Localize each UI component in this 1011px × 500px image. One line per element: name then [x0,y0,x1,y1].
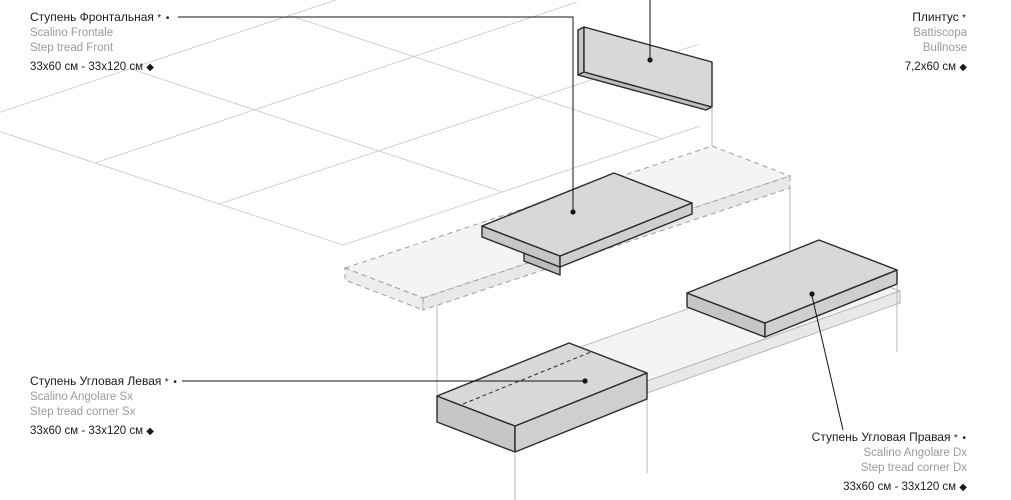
leader-dot-bullnose [647,57,653,63]
label-step-tread-front: Ступень Фронтальная * • Scalino Frontale… [30,10,170,75]
label-subtitle-it: Battiscopa [913,27,967,39]
label-bullnose: Плинтус * Battiscopa Bullnose 7,2x60 см … [905,10,967,75]
label-title: Ступень Фронтальная * • [30,10,170,26]
label-title: Ступень Угловая Правая * • [812,430,967,446]
label-title: Ступень Угловая Левая * • [30,374,178,390]
bullnose-front-face [583,26,713,108]
label-title: Плинтус * [905,10,967,26]
label-subtitle-it: Scalino Frontale [30,27,114,39]
label-subtitle-it: Scalino Angolare Dx [863,447,967,459]
label-subtitle-it: Scalino Angolare Sx [30,391,133,403]
label-size: 33x60 см - 33x120 см ◆ [30,60,170,75]
label-size-text: 33x60 см - 33x120 см [30,61,143,73]
label-size-text: 7,2x60 см [904,61,957,73]
leader-dot-corner-right [809,291,815,297]
label-size: 7,2x60 см ◆ [905,60,967,75]
label-step-tread-corner-left: Ступень Угловая Левая * • Scalino Angola… [30,374,178,439]
leader-line-corner-right [811,295,844,431]
label-title-text: Ступень Фронтальная [30,10,154,24]
step-tread-corner-left-piece [436,342,648,453]
leader-lines [178,0,844,431]
plank-front-face [344,267,424,311]
step-tread-corner-right-piece [686,239,898,338]
label-step-tread-corner-right: Ступень Угловая Правая * • Scalino Angol… [812,430,967,495]
diamond-icon: ◆ [959,62,967,73]
label-subtitle-en: Bullnose [922,42,967,54]
grid-line [342,125,701,246]
bullnose-side-face [577,26,585,76]
leader-line-front [178,16,574,210]
label-title-text: Ступень Угловая Левая [30,374,162,388]
bullnose-piece [577,26,713,111]
diamond-icon: ◆ [959,482,967,493]
footnote-marker: * • [953,433,967,444]
footnote-marker: * [962,13,967,24]
grid-line [130,68,504,193]
label-subtitle-en: Step tread corner Dx [860,462,967,474]
label-size: 33x60 см - 33x120 см ◆ [812,480,967,495]
label-size: 33x60 см - 33x120 см ◆ [30,424,178,439]
leader-dot-front [570,209,576,215]
label-subtitle-en: Step tread Front [30,42,114,54]
grid-line [94,1,578,164]
leader-dot-corner-left [582,378,588,384]
grid-line [0,131,344,246]
label-size-text: 33x60 см - 33x120 см [843,481,957,493]
footnote-marker: * • [164,377,178,388]
label-title-text: Плинтус [912,10,959,24]
diamond-icon: ◆ [146,426,154,437]
label-title-text: Ступень Угловая Правая [811,430,951,444]
grid-line [290,15,664,140]
tread-top-face [481,172,693,257]
label-size-text: 33x60 см - 33x120 см [30,425,143,437]
footnote-marker: * • [157,13,171,24]
diamond-icon: ◆ [146,62,154,73]
tread-top-face [686,239,898,324]
tread-top-face [436,342,648,427]
miter-cut-dashed-line [462,351,592,405]
grid-line [0,0,337,113]
label-subtitle-en: Step tread corner Sx [30,406,136,418]
step-tread-front-piece [481,172,693,276]
